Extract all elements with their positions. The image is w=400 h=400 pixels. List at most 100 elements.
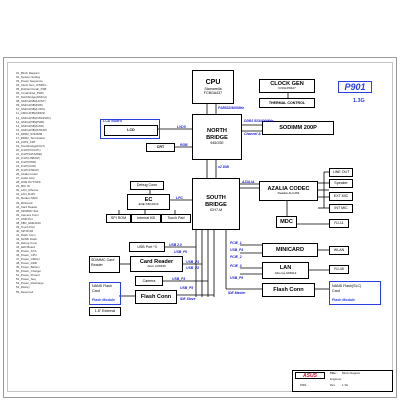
spi-rom-title: SPI ROM — [110, 216, 127, 221]
sheet-border — [3, 57, 397, 398]
toc-item: 36_Camera Conn — [16, 212, 39, 217]
signal-ide-right: IDE Master — [228, 291, 246, 295]
nand-right-line1: NAND Flash(SLC) — [332, 284, 362, 288]
toc-item: 43_Debug Conn — [16, 240, 38, 245]
signal-ddr2: DDR2 533/400MHz — [244, 119, 274, 123]
signal-lvds: LVDS — [177, 125, 186, 129]
sdmmc-block — [89, 256, 120, 273]
title-block-title-value: Block Diagram — [342, 371, 361, 375]
flash-module-right-frame — [329, 281, 381, 305]
sodimm-title: SODIMM 200P — [279, 124, 317, 131]
toc-item: 47_Power_GMCH — [16, 257, 40, 262]
external-18-title: 1.8" External — [94, 309, 116, 314]
signal-pcie3: PCIE_3 — [230, 264, 242, 268]
toc-item: 03_Power Sequence — [16, 79, 43, 84]
toc-item: 21_ICH7(SATA/IDE) — [16, 151, 43, 156]
flash-conn-right-block: Flash Conn — [262, 283, 315, 297]
toc-item: 20_ICH7(PCI/LPC) — [16, 147, 41, 152]
title-block-model: P901 — [300, 383, 307, 387]
signal-rgb: RGB — [180, 143, 188, 147]
signal-usb-p0: USB_P0 — [174, 250, 188, 254]
toc-item: 51_Power_Protect — [16, 273, 40, 278]
toc-item: 06_Yonah/Intel_PWR — [16, 91, 44, 96]
sheet-inner-border — [7, 62, 393, 392]
signal-channel: Channel A — [244, 132, 261, 136]
flash-conn-left-title: Flash Conn — [140, 293, 172, 300]
nand-left-line1: NAND Flash — [92, 284, 112, 288]
card-reader-part: Alcor AU6336 — [147, 264, 166, 269]
int-mic-title: INT MIC — [334, 206, 348, 211]
toc-item: 01_Block Diagram — [16, 71, 40, 75]
toc-item: 45_Power_SYS — [16, 249, 37, 254]
signal-usb-p3: USB_P3 — [172, 277, 186, 281]
toc-item: 26_Azalia Codec — [16, 172, 38, 177]
toc-item: 49_Power_Battery — [16, 265, 40, 270]
lcd-board-caption: LCD Board — [103, 119, 122, 123]
lan-part: Atheros AR8113 — [274, 270, 297, 275]
toc-item: 23_ICH7(PWR) — [16, 160, 37, 165]
toc-item: 07_Northbridge(GMCH) — [16, 95, 47, 100]
signal-usb-p1: USB_P1 — [186, 260, 200, 264]
touch-pad-title: Touch Pad — [167, 216, 185, 221]
thermal-control-block: THERMAL CONTROL — [259, 98, 315, 108]
north-bridge-title-2: BRIDGE — [206, 134, 228, 141]
toc-item: 16_DDR2_SODIMM — [16, 131, 43, 136]
signal-pcie2: PCIE_2 — [230, 255, 242, 259]
toc-item: 39_Touch Pad — [16, 224, 35, 229]
camera-title: Camera — [142, 278, 156, 283]
nand-left-line2: Card — [92, 289, 100, 293]
minicard-block: MINICARD — [262, 243, 318, 257]
lcd-block: LCD — [104, 125, 158, 136]
signal-usb-p2: USB_P2 — [186, 266, 200, 270]
title-block-rev-label: Rev — [330, 383, 335, 387]
north-bridge-title-1: NORTH — [207, 128, 227, 135]
toc-item: 40_SPI ROM — [16, 228, 34, 233]
rj11-block: RJ-11 — [329, 219, 349, 228]
ec-title: EC — [144, 196, 153, 203]
toc-item: 13_GMCH(NB)(PWR) — [16, 119, 45, 124]
toc-item: 29_MIC IN — [16, 184, 30, 189]
toc-item: 22_ICH7(USB/AZ) — [16, 155, 40, 160]
toc-item: 11_GMCH(NB)(DDR2) — [16, 111, 46, 116]
rj45-block: RJ-45 — [329, 265, 349, 274]
crt-title: CRT — [156, 145, 165, 150]
external-18-block: 1.8" External — [89, 307, 121, 316]
cpu-title: CPU — [205, 78, 221, 86]
signal-usb: USB 2.0 — [169, 243, 182, 247]
toc-item: 34_Card Reader — [16, 204, 38, 209]
clock-gen-title: CLOCK GEN — [270, 80, 304, 87]
version-label: 1.3G — [353, 98, 365, 104]
cpu-package: FCBGA437 — [203, 91, 223, 95]
toc-item: 25_ICH7(STRAP) — [16, 168, 39, 173]
toc-item: 53_Power_Discharge — [16, 281, 44, 286]
ext-mic-title: EXT MIC — [333, 194, 349, 199]
ec-block: EC ENE KBC3310 — [127, 194, 170, 210]
clock-gen-block: CLOCK GEN ICS9LPR427 — [259, 79, 315, 93]
signal-lpc: LPC — [176, 196, 183, 200]
ec-part: ENE KBC3310 — [138, 202, 159, 207]
azalia-codec-block: AZALIA CODEC Realtek ALC269 — [259, 181, 318, 201]
toc-item: 18_LVDS_CRT — [16, 139, 36, 144]
south-bridge-title-2: BRIDGE — [205, 201, 227, 208]
toc-item: 28_LINE OUT/SPK — [16, 180, 41, 185]
signal-ide-left: IDE Slave — [180, 297, 196, 301]
lan-title: LAN — [279, 265, 292, 272]
title-block-rev-value: 1.3G — [342, 383, 349, 387]
north-bridge-part: 945GSE — [210, 141, 224, 146]
sdmmc-label: SD/MMC Card Reader — [91, 258, 121, 267]
wlan-block: WLAN — [329, 246, 349, 255]
toc-item: 35_SD/MMC Slot — [16, 208, 39, 213]
toc-item: 54_History — [16, 285, 30, 290]
title-block — [292, 370, 393, 392]
lcd-title: LCD — [127, 128, 135, 133]
crt-block: CRT — [146, 143, 175, 152]
title-block-engineer-label: Engineer: — [330, 377, 342, 381]
int-mic-block: INT MIC — [329, 204, 353, 213]
azalia-codec-part: Realtek ALC269 — [277, 191, 300, 196]
speaker-block: Speaker — [329, 179, 353, 188]
toc-item: 42_NAND Flash — [16, 236, 37, 241]
spi-rom-block: SPI ROM — [106, 214, 131, 223]
rj45-title: RJ-45 — [334, 267, 344, 272]
